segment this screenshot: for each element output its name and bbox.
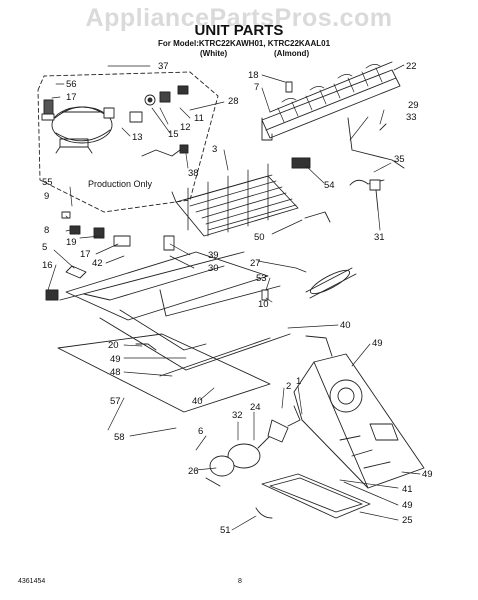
callout: 15 [168,129,179,140]
callout: 35 [394,154,405,165]
callout: 40 [340,320,351,331]
callout: 58 [114,432,125,443]
callout: 17 [66,92,77,103]
callout: 26 [188,466,199,477]
callout: 2 [286,381,291,392]
drain-pan [261,473,371,519]
callout: 57 [110,396,121,407]
callout: 22 [406,61,417,72]
callout: 7 [254,82,259,93]
callout: 32 [232,410,243,421]
leader-lines [47,64,421,531]
callout: 42 [92,258,103,269]
production-only-label: Production Only [88,179,153,189]
compressor [51,106,115,154]
callout: 54 [324,180,335,191]
fan-motor [205,405,301,487]
callout: 49 [372,338,383,349]
production-only-region: Production Only [37,71,219,213]
tubing [291,117,405,223]
callout: 19 [66,237,77,248]
callout: 49 [402,500,413,511]
callout: 53 [256,273,267,284]
callout: 11 [194,113,204,124]
callout: 16 [42,260,53,271]
watermark: AppliancePartsPros.com [85,4,393,32]
callout: 9 [44,191,49,202]
relay-parts [41,85,189,157]
callout: 49 [110,354,121,365]
rod-parts [261,267,357,301]
callout: 10 [258,299,269,310]
drain-tube [255,507,273,519]
document-number: 4361454 [18,578,46,585]
callout: 39 [208,250,219,261]
callout: 38 [188,168,199,179]
callout: 1 [296,376,301,387]
callout: 48 [110,367,121,378]
fan-bracket [293,335,425,489]
callout: 31 [374,232,385,243]
callout: 25 [402,515,413,526]
callout: 13 [132,132,143,143]
page-number: 8 [238,578,242,585]
callout: 24 [250,402,261,413]
callout: 29 [408,100,419,111]
model-line: For Model:KTRC22KAWH01, KTRC22KAAL01 [158,39,331,48]
callout: 5 [42,242,47,253]
condenser-coil [261,61,401,141]
callout: 17 [80,249,91,260]
callout: 28 [228,96,239,107]
variant-almond: (Almond) [274,49,310,58]
callout: 20 [108,340,119,351]
evaporator-coil [171,163,299,237]
callout: 18 [248,70,259,81]
callout: 40 [192,396,203,407]
callout: 51 [220,525,231,536]
callout-labels: 37 56 17 28 11 12 15 13 38 18 7 22 29 33… [42,61,433,536]
callout: 6 [198,426,203,437]
callout: 30 [208,263,219,274]
left-small-parts [45,211,157,351]
callout: 27 [250,258,261,269]
callout: 56 [66,79,77,90]
callout: 8 [44,225,49,236]
callout: 37 [158,61,169,72]
page-title: UNIT PARTS [194,22,284,39]
base-frame [57,235,291,413]
callout: 33 [406,112,417,123]
variant-white: (White) [200,49,228,58]
callout: 12 [180,122,191,133]
callout: 55 [42,177,53,188]
callout: 49 [422,469,433,480]
callout: 50 [254,232,265,243]
callout: 3 [212,144,217,155]
callout: 41 [402,484,413,495]
